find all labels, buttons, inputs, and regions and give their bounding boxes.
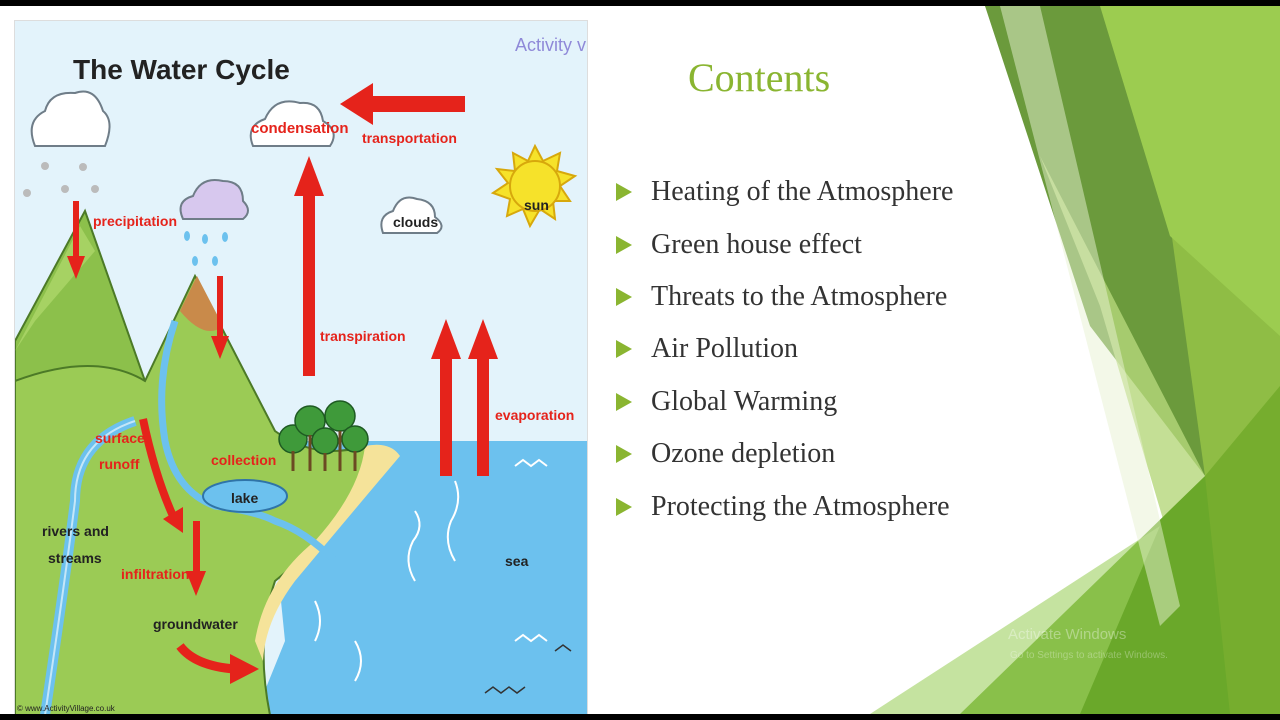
label-surface-runoff-1: surface (95, 430, 145, 446)
list-item-text: Ozone depletion (651, 438, 836, 470)
diagram-title: The Water Cycle (73, 54, 290, 85)
label-rivers-2: streams (48, 550, 102, 566)
triangle-bullet-icon (616, 497, 632, 516)
list-item: Green house effect (616, 218, 953, 270)
label-sun: sun (524, 197, 549, 213)
water-cycle-diagram: The Water Cycle Activity village condens… (14, 20, 588, 714)
triangle-bullet-icon (616, 183, 632, 202)
triangle-bullet-icon (616, 287, 632, 306)
label-precipitation: precipitation (93, 213, 177, 229)
label-rivers-1: rivers and (42, 523, 109, 539)
label-evaporation: evaporation (495, 407, 574, 423)
list-item-text: Heating of the Atmosphere (651, 176, 954, 208)
list-item: Heating of the Atmosphere (616, 166, 953, 218)
label-collection: collection (211, 452, 276, 468)
decorative-green-shapes (870, 6, 1280, 714)
list-item-text: Protecting the Atmosphere (651, 490, 950, 522)
label-sea: sea (505, 553, 529, 569)
triangle-bullet-icon (616, 392, 632, 411)
brand-logo: Activity village (515, 35, 587, 55)
triangle-bullet-icon (616, 445, 632, 464)
watermark-line1: Activate Windows (1008, 626, 1127, 643)
label-clouds: clouds (393, 214, 438, 230)
label-surface-runoff-2: runoff (99, 456, 140, 472)
list-item-text: Air Pollution (651, 333, 799, 365)
list-item-text: Global Warming (651, 385, 838, 417)
slide: Activate Windows Go to Settings to activ… (0, 6, 1280, 714)
list-item: Ozone depletion (616, 428, 953, 480)
contents-title: Contents (688, 55, 831, 100)
watermark-line2: Go to Settings to activate Windows. (1010, 650, 1168, 661)
list-item: Threats to the Atmosphere (616, 271, 953, 323)
contents-list: Heating of the Atmosphere Green house ef… (616, 166, 953, 533)
list-item: Global Warming (616, 376, 953, 428)
label-transportation: transportation (362, 130, 457, 146)
footer-url: © www.ActivityVillage.co.uk (17, 704, 116, 713)
triangle-bullet-icon (616, 235, 632, 254)
label-transpiration: transpiration (320, 328, 406, 344)
list-item: Protecting the Atmosphere (616, 480, 953, 532)
label-lake: lake (231, 490, 258, 506)
label-groundwater: groundwater (153, 616, 238, 632)
label-condensation: condensation (251, 120, 349, 137)
list-item-text: Green house effect (651, 228, 862, 260)
list-item-text: Threats to the Atmosphere (651, 280, 948, 312)
triangle-bullet-icon (616, 340, 632, 359)
list-item: Air Pollution (616, 323, 953, 375)
label-infiltration: infiltration (121, 566, 189, 582)
